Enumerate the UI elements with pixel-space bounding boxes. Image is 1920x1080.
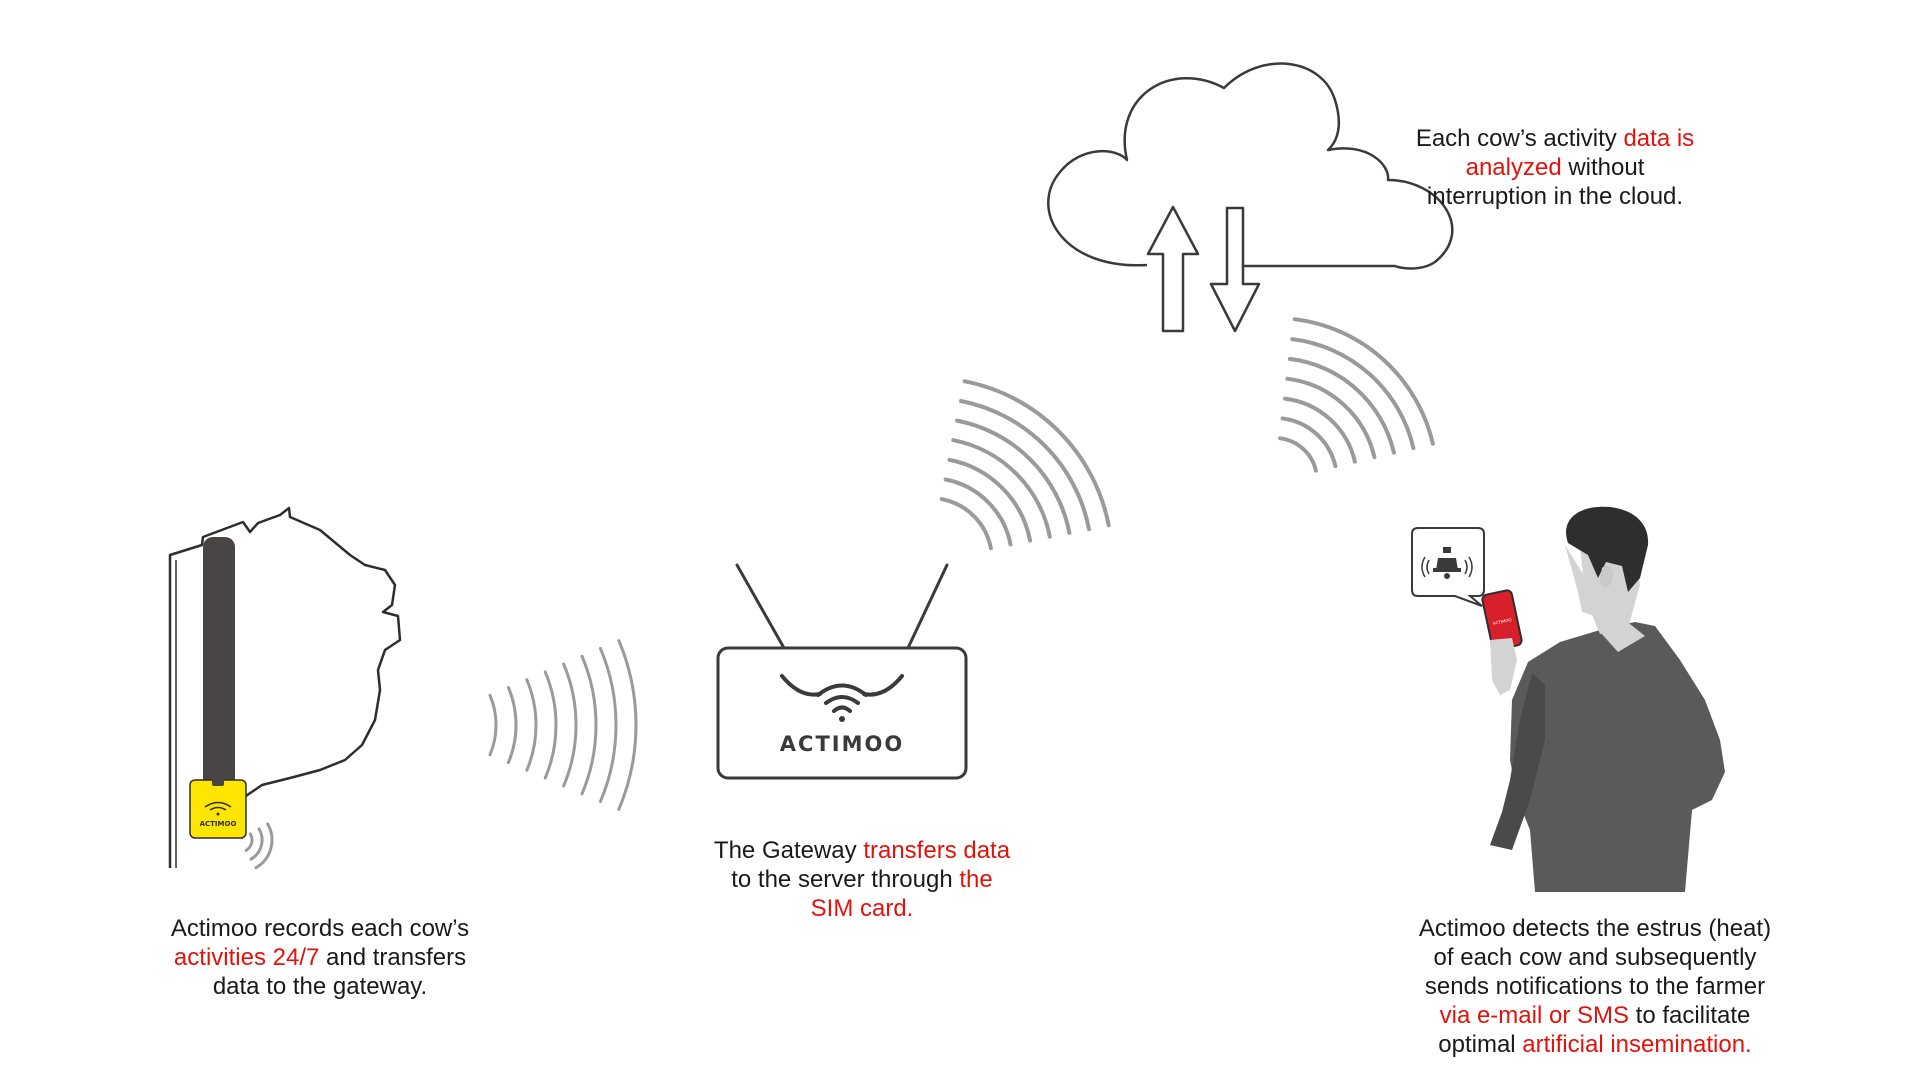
- wave-arc: [506, 686, 518, 764]
- farmer-caption-highlight: via e-mail or SMS: [1439, 1002, 1629, 1029]
- farmer-caption-text: optimal: [1438, 1031, 1523, 1058]
- farmer-caption-highlight: artificial insemination.: [1522, 1031, 1752, 1058]
- wave-arc: [488, 693, 498, 757]
- gateway-caption-highlight: SIM card.: [810, 895, 914, 922]
- collar-tag: ACTIMOO: [189, 776, 247, 839]
- gateway-caption-highlight: the: [959, 866, 993, 893]
- gateway-logo-text: ACTIMOO: [780, 732, 904, 756]
- collar-caption-highlight: activities 24/7: [173, 944, 320, 971]
- wave-arc: [1292, 317, 1435, 446]
- gateway-caption-highlight: transfers data: [863, 837, 1011, 864]
- wave-arc: [1290, 337, 1416, 451]
- wave-arc: [951, 438, 1052, 539]
- wave-arc: [1278, 436, 1318, 473]
- wave-arc: [943, 477, 1013, 547]
- gateway-caption-text: to the server through: [731, 866, 960, 893]
- arrow-up-icon: [1146, 205, 1200, 333]
- wave-arc: [958, 399, 1091, 532]
- collar-strap: [203, 537, 235, 793]
- collar-tag-logo: ACTIMOO: [200, 820, 237, 828]
- wireless-waves-icon: [1278, 317, 1435, 473]
- collar-caption: Actimoo records each cow’s activities 24…: [130, 914, 510, 1001]
- farmer-caption-text: Actimoo detects the estrus (heat): [1418, 915, 1772, 942]
- wave-arc: [543, 670, 558, 780]
- arrow-down-icon: [1209, 206, 1261, 333]
- wireless-waves-icon: [939, 379, 1111, 551]
- cloud-caption-highlight: analyzed: [1465, 154, 1562, 181]
- wave-arc: [1280, 416, 1338, 469]
- collar-caption-text: Actimoo records each cow’s: [170, 915, 470, 942]
- farmer-caption: Actimoo detects the estrus (heat) of eac…: [1385, 914, 1805, 1059]
- wave-arc: [1285, 376, 1377, 460]
- farmer-caption-text: sends notifications to the farmer: [1424, 973, 1766, 1000]
- wave-arc: [244, 832, 254, 852]
- wave-arc: [598, 646, 618, 804]
- wireless-waves-icon: [244, 822, 274, 870]
- farmer-caption-text: of each cow and subsequently: [1433, 944, 1757, 971]
- cloud-caption-highlight: data is: [1623, 125, 1695, 152]
- phone-logo: ACTIMOO: [1493, 617, 1512, 626]
- notification-bubble: [1411, 527, 1485, 607]
- wave-arc: [947, 457, 1033, 543]
- cloud-icon: [1047, 62, 1454, 270]
- gateway-caption: The Gateway transfers data to the server…: [672, 836, 1052, 923]
- gateway-logo-mark: [780, 674, 904, 722]
- cloud-caption-text: interruption in the cloud.: [1426, 183, 1684, 210]
- farmer-illustration: ACTIMOO: [1481, 506, 1725, 892]
- collar-caption-text: and transfers: [319, 944, 467, 971]
- wave-arc: [1287, 356, 1396, 455]
- wireless-waves-icon: [488, 639, 638, 811]
- wave-arc: [525, 678, 538, 772]
- gateway-caption-text: The Gateway: [713, 837, 864, 864]
- cow-neck-illustration: [168, 506, 402, 868]
- wave-arc: [617, 639, 638, 811]
- wave-arc: [249, 827, 264, 861]
- wave-arc: [254, 822, 274, 870]
- wave-arc: [962, 379, 1111, 528]
- wave-arc: [939, 497, 993, 551]
- collar-caption-text: data to the gateway.: [212, 973, 428, 1000]
- wave-arc: [580, 654, 598, 796]
- cloud-caption-text: Each cow’s activity: [1415, 125, 1624, 152]
- bell-icon: [1421, 547, 1473, 579]
- cloud-caption: Each cow’s activity data is analyzed wit…: [1375, 124, 1735, 211]
- wave-arc: [955, 418, 1072, 535]
- farmer-caption-text: to facilitate: [1628, 1002, 1751, 1029]
- wave-arc: [562, 662, 578, 788]
- gateway-device: ACTIMOO: [716, 563, 968, 780]
- cloud-caption-text: without: [1561, 154, 1645, 181]
- wave-arc: [1283, 396, 1357, 464]
